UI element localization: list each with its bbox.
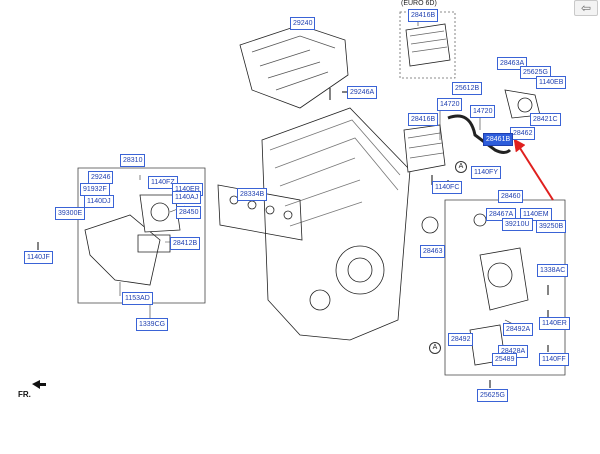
- part-label-25625g-top[interactable]: 25625G: [520, 66, 551, 79]
- part-label-28334b[interactable]: 28334B: [237, 188, 268, 201]
- egr-group-box-left: [77, 167, 206, 304]
- part-label-1140eb[interactable]: 1140EB: [536, 76, 567, 89]
- part-label-28450[interactable]: 28450: [176, 206, 202, 219]
- front-arrow-icon: [32, 380, 46, 389]
- part-label-28416b-mid[interactable]: 28416B: [408, 113, 439, 126]
- egr-pipe-left: [84, 214, 161, 286]
- part-label-29240[interactable]: 29240: [290, 17, 316, 30]
- part-label-28412b[interactable]: 28412B: [170, 237, 201, 250]
- part-label-1140aj[interactable]: 1140AJ: [172, 191, 202, 204]
- part-label-1140fy[interactable]: 1140FY: [471, 166, 501, 179]
- back-arrow-icon[interactable]: ⇦: [574, 0, 598, 16]
- egr-valve-right: [479, 247, 529, 311]
- egr-cooler-mid: [403, 124, 446, 173]
- part-label-28461b-highlighted[interactable]: 28461B: [483, 133, 514, 146]
- part-label-28467a[interactable]: 28467A: [486, 208, 517, 221]
- part-label-28463a[interactable]: 28463A: [497, 57, 528, 70]
- engine-cover: [239, 24, 349, 109]
- engine-block: [261, 107, 411, 341]
- orientation-label: FR.: [18, 390, 31, 399]
- part-label-1140dj[interactable]: 1140DJ: [84, 195, 114, 208]
- egr-group-box-right: [444, 199, 566, 376]
- manifold-gasket: [217, 184, 303, 241]
- part-label-1338ac[interactable]: 1338AC: [537, 264, 569, 277]
- ref-marker-a-top: A: [455, 161, 467, 173]
- part-label-25612b[interactable]: 25612B: [452, 82, 483, 95]
- part-label-28416b-top[interactable]: 28416B: [408, 9, 439, 22]
- part-label-28463-right[interactable]: 28463: [420, 245, 446, 258]
- part-label-1339cg[interactable]: 1339CG: [136, 318, 169, 331]
- part-label-29246a[interactable]: 29246A: [347, 86, 378, 99]
- part-label-28310[interactable]: 28310: [120, 154, 146, 167]
- part-label-39210u[interactable]: 39210U: [502, 218, 533, 231]
- part-label-1153ad[interactable]: 1153AD: [122, 292, 153, 305]
- part-label-39250b[interactable]: 39250B: [536, 220, 567, 233]
- part-label-1140er-right[interactable]: 1140ER: [539, 317, 570, 330]
- part-label-28460[interactable]: 28460: [498, 190, 524, 203]
- part-label-25489[interactable]: 25489: [492, 353, 518, 366]
- part-label-1140ff[interactable]: 1140FF: [539, 353, 569, 366]
- part-label-14720-b[interactable]: 14720: [470, 105, 496, 118]
- part-label-28462[interactable]: 28462: [510, 127, 536, 140]
- part-label-39300e[interactable]: 39300E: [55, 207, 86, 220]
- variant-label: (EURO 6D): [401, 0, 437, 7]
- highlight-arrow: [513, 138, 554, 201]
- ref-marker-a-bottom: A: [429, 342, 441, 354]
- part-label-1140em[interactable]: 1140EM: [520, 208, 552, 221]
- part-label-28492[interactable]: 28492: [448, 333, 474, 346]
- part-label-28492a[interactable]: 28492A: [503, 323, 534, 336]
- part-label-1140jf[interactable]: 1140JF: [24, 251, 53, 264]
- part-label-25625g-bottom[interactable]: 25625G: [477, 389, 508, 402]
- part-label-1140fz[interactable]: 1140FZ: [148, 176, 178, 189]
- part-label-28421c[interactable]: 28421C: [530, 113, 561, 126]
- part-label-1140fc[interactable]: 1140FC: [432, 181, 463, 194]
- part-label-14720-a[interactable]: 14720: [437, 98, 463, 111]
